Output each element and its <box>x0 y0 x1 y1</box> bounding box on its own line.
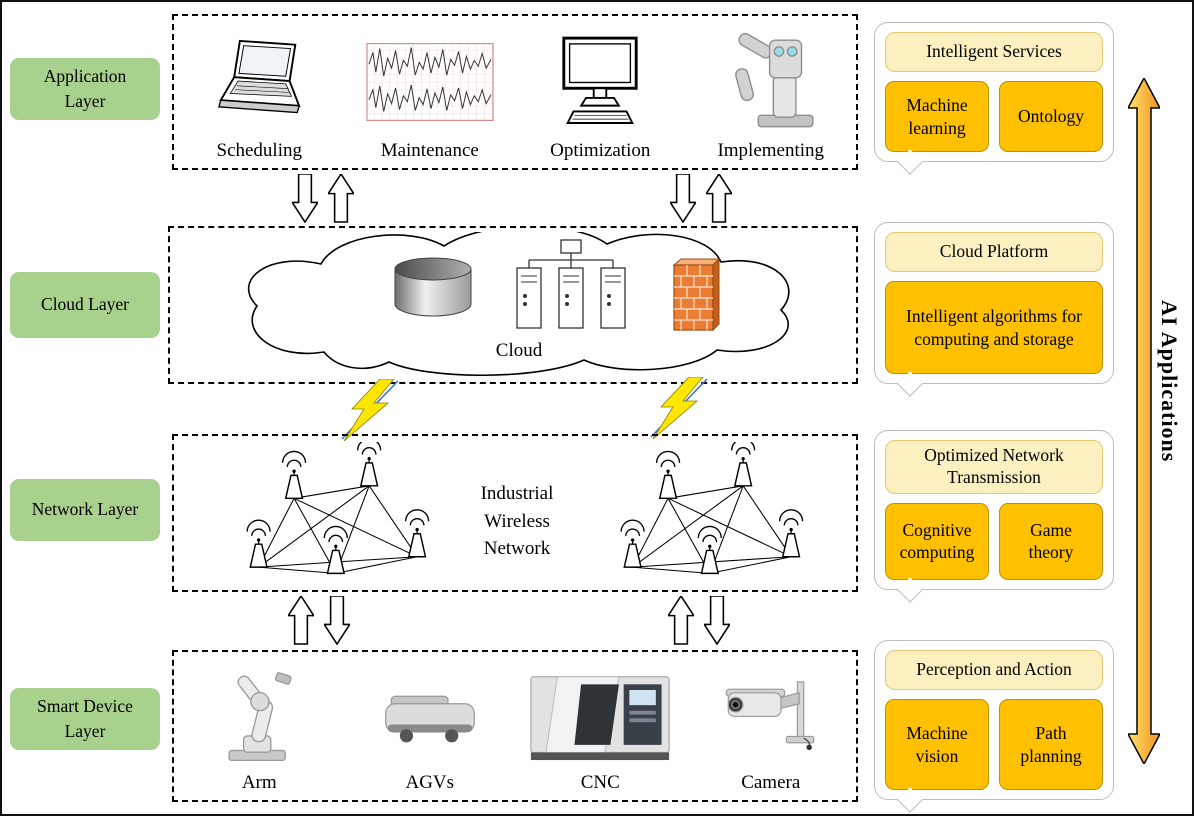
agvs-label: AGVs <box>405 772 455 793</box>
application-item-optimization: Optimization <box>515 16 686 168</box>
laptop-icon <box>178 28 341 136</box>
arrow-pair-net-dev-left <box>288 596 350 645</box>
callout-title: Optimized Network Transmission <box>885 440 1103 494</box>
up-arrow-icon <box>328 174 354 223</box>
tag-machine-vision: Machine vision <box>885 699 989 790</box>
database-icon <box>392 256 474 320</box>
scheduling-label: Scheduling <box>216 140 303 161</box>
ai-applications-label: AI Applications <box>1157 300 1182 463</box>
up-arrow-icon <box>668 596 694 645</box>
application-item-implementing: Implementing <box>686 16 857 168</box>
layer-label-smart-device: Smart Device Layer <box>10 688 160 750</box>
tag-row: Intelligent algorithms for computing and… <box>885 281 1103 374</box>
callout-cloud-platform: Cloud Platform Intelligent algorithms fo… <box>874 222 1114 384</box>
robot-icon <box>690 28 853 136</box>
callout-optimized-network-transmission: Optimized Network Transmission Cognitive… <box>874 430 1114 590</box>
industrial-wireless-network-label: Industrial Wireless Network <box>480 483 554 560</box>
arrow-pair-net-dev-right <box>668 596 730 645</box>
application-item-maintenance: Maintenance <box>345 16 516 168</box>
device-item-agvs: AGVs <box>345 652 516 800</box>
waveform-icon <box>349 28 512 136</box>
tag-intelligent-algorithms: Intelligent algorithms for computing and… <box>885 281 1103 374</box>
cnc-icon <box>519 664 682 768</box>
down-arrow-icon <box>704 596 730 645</box>
device-item-arm: Arm <box>174 652 345 800</box>
network-layer-box: Industrial Wireless Network <box>172 434 858 592</box>
callout-intelligent-services: Intelligent Services Machine learning On… <box>874 22 1114 162</box>
cloud-label: Cloud <box>495 340 543 361</box>
arrow-pair-app-cloud-left <box>292 174 354 223</box>
device-item-cnc: CNC <box>515 652 686 800</box>
application-layer-box: Scheduling Maintenance <box>172 14 858 170</box>
cnc-label: CNC <box>580 772 620 793</box>
application-item-scheduling: Scheduling <box>174 16 345 168</box>
layer-label-application: Application Layer <box>10 58 160 120</box>
arrow-pair-app-cloud-right <box>670 174 732 223</box>
down-arrow-icon <box>324 596 350 645</box>
lightning-bolt-icon <box>341 379 399 441</box>
optimization-label: Optimization <box>550 140 651 161</box>
monitor-icon <box>519 28 682 136</box>
layer-label-cloud: Cloud Layer <box>10 272 160 338</box>
robot-arm-icon <box>178 664 341 768</box>
device-icon-row: Arm AGVs <box>174 652 856 800</box>
smart-device-layer-box: Arm AGVs <box>172 650 858 802</box>
server-cluster-icon <box>512 238 630 334</box>
callout-title: Perception and Action <box>885 650 1103 690</box>
firewall-icon <box>672 257 721 332</box>
lightning-bolt-icon <box>650 377 708 439</box>
wireless-mesh-right <box>620 442 804 575</box>
up-arrow-icon <box>706 174 732 223</box>
tag-ontology: Ontology <box>999 81 1103 152</box>
down-arrow-icon <box>292 174 318 223</box>
camera-icon <box>690 664 853 768</box>
tag-path-planning: Path planning <box>999 699 1103 790</box>
cloud-layer-box: Cloud <box>168 226 858 384</box>
up-arrow-icon <box>288 596 314 645</box>
application-icon-row: Scheduling Maintenance <box>174 16 856 168</box>
layer-label-network: Network Layer <box>10 479 160 541</box>
tag-row: Machine vision Path planning <box>885 699 1103 790</box>
callout-title: Cloud Platform <box>885 232 1103 272</box>
tag-game-theory: Game theory <box>999 502 1103 580</box>
tag-cognitive-computing: Cognitive computing <box>885 502 989 580</box>
device-item-camera: Camera <box>686 652 857 800</box>
callout-title: Intelligent Services <box>885 32 1103 72</box>
ai-applications-arrow <box>1128 78 1160 764</box>
arm-label: Arm <box>241 772 277 793</box>
down-arrow-icon <box>670 174 696 223</box>
camera-label: Camera <box>741 772 801 793</box>
maintenance-label: Maintenance <box>380 140 479 161</box>
tag-machine-learning: Machine learning <box>885 81 989 152</box>
callout-perception-and-action: Perception and Action Machine vision Pat… <box>874 640 1114 800</box>
tag-row: Machine learning Ontology <box>885 81 1103 152</box>
agv-icon <box>349 664 512 768</box>
implementing-label: Implementing <box>717 140 825 161</box>
tag-row: Cognitive computing Game theory <box>885 502 1103 580</box>
wireless-mesh-left <box>246 442 430 575</box>
